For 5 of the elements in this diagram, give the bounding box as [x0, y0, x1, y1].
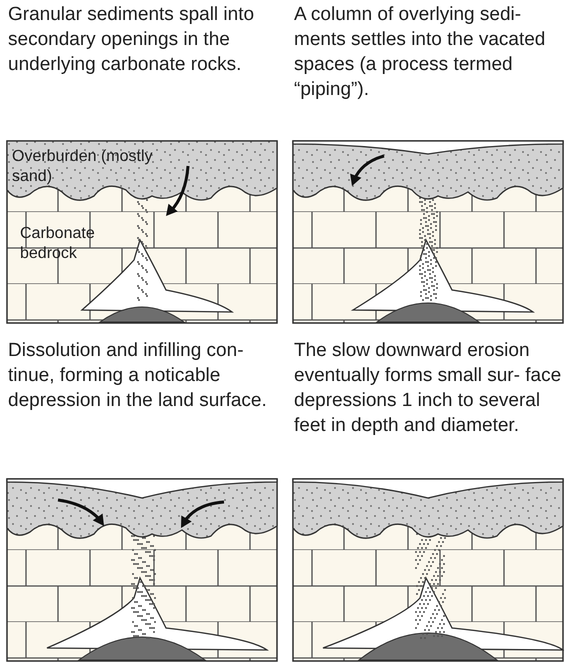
caption-text: Granular sediments spall into secondary openings in the underlying carbonate rocks.: [8, 3, 256, 77]
caption-text: The slow downward erosion eventually forms small sur- face depressions 1 inch to several feet in depth and diameter.: [294, 339, 562, 438]
caption-text: A column of overlying sedi- ments settles into the vacated spaces (a process termed “piping”).: [294, 3, 546, 102]
caption-text: Dissolution and infilling con- tinue, forming a noticable depression in the land surface.: [8, 339, 268, 413]
part-label: Overburden (mostly sand): [12, 147, 154, 187]
